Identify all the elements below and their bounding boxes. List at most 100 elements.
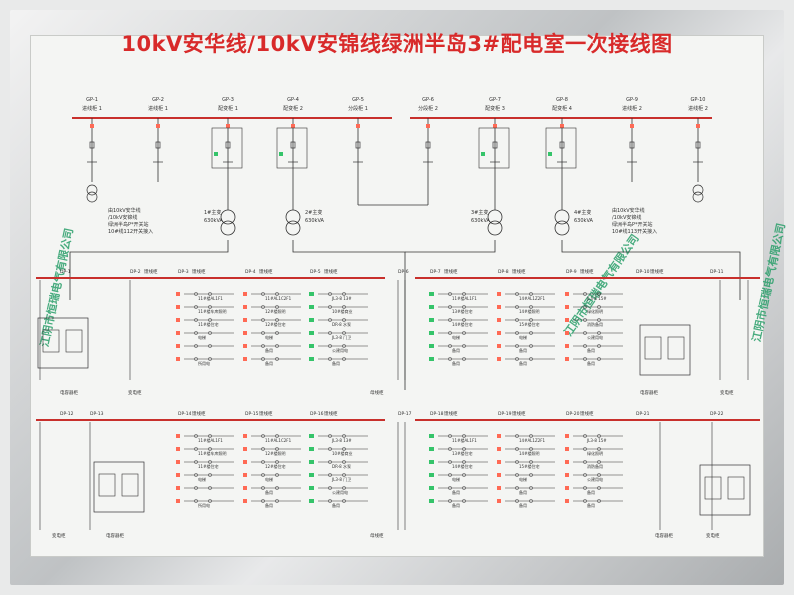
lv-panel-top-id: DP-4 [245, 269, 256, 275]
lv-panel-bottom-name: 馈线柜 [512, 410, 526, 417]
lv-panel-type-bottom: 母线柜 [370, 532, 384, 539]
hv-panel-id: GP-8 [556, 97, 568, 103]
feeder-b6-label: 消防备用 [587, 463, 603, 469]
feeder-b6-indicator [565, 499, 569, 503]
incoming-note-left: 10#线112开关接入 [108, 228, 153, 235]
hv-status-indicator [548, 152, 552, 156]
hv-panel-name: 配变柜 2 [283, 105, 303, 112]
transformer-capacity: 630kVA [471, 218, 491, 224]
lv-status-green [429, 486, 434, 490]
feeder-t4-switch [462, 344, 466, 348]
feeder-b5-switch [529, 460, 533, 464]
feeder-b6-switch [583, 473, 587, 477]
feeder-b1-switch [208, 499, 212, 503]
feeder-b4-label: 备用 [452, 489, 460, 495]
feeder-b6-switch [583, 486, 587, 490]
lv-panel-top-id: DP-5 [310, 269, 321, 275]
feeder-b2-indicator [243, 486, 247, 490]
feeder-t4-label: 备用 [452, 360, 460, 366]
lv-status-green [309, 305, 314, 309]
feeder-b4-label: 14#楼住宅 [452, 463, 472, 469]
hv-breaker-indicator [560, 124, 564, 128]
feeder-t4-switch [462, 331, 466, 335]
feeder-t6-switch [597, 292, 601, 296]
lv-panel-top-id: DP-6 [398, 269, 409, 275]
feeder-b6-switch [597, 434, 601, 438]
lv-panel-bottom-name: 馈线柜 [444, 410, 458, 417]
lv-status-green [429, 473, 434, 477]
hv-breaker-indicator [426, 124, 430, 128]
hv-cabinet-box [276, 127, 308, 169]
feeder-t4-label: 14#楼住宅 [452, 321, 472, 327]
capacitor-box-bl [93, 461, 145, 513]
feeder-t5-label: 备用 [519, 360, 527, 366]
lv-panel-top-id: DP-11 [710, 269, 724, 275]
lv-panel-top-id: DP-7 [430, 269, 441, 275]
hv-breaker [355, 141, 361, 149]
feeder-t6-switch [583, 318, 587, 322]
feeder-b1-indicator [176, 499, 180, 503]
feeder-b5-switch [515, 486, 519, 490]
feeder-b4-switch [448, 473, 452, 477]
feeder-t4-switch [462, 305, 466, 309]
feeder-b2-switch [261, 486, 265, 490]
feeder-b5-indicator [497, 460, 501, 464]
feeder-t4-switch [448, 292, 452, 296]
lv-panel-bottom-id: DP-20 [566, 411, 580, 417]
feeder-b2-switch [261, 460, 265, 464]
feeder-t2-switch [261, 292, 265, 296]
feeder-b5-indicator [497, 486, 501, 490]
feeder-b2-switch [275, 499, 279, 503]
feeder-t5-label: 15#楼住宅 [519, 321, 539, 327]
feeder-b3-label: JL3-8 门卫 [331, 476, 351, 482]
lv-status-green [309, 434, 314, 438]
feeder-t3-label: 备用 [332, 360, 340, 366]
feeder-b1-switch [208, 473, 212, 477]
lv-panel-bottom-id: DP-12 [60, 411, 74, 417]
feeder-b2-label: 备用 [265, 489, 273, 495]
feeder-t1-switch [208, 292, 212, 296]
feeder-b2-label: 12#楼住宅 [265, 463, 285, 469]
feeder-t3-switch [328, 292, 332, 296]
lv-status-green [309, 473, 314, 477]
feeder-t2-switch [261, 305, 265, 309]
feeder-b6-indicator [565, 447, 569, 451]
hv-breaker-indicator [226, 124, 230, 128]
feeder-b1-switch [194, 460, 198, 464]
feeder-b2-switch [261, 434, 265, 438]
hv-breaker-indicator [156, 124, 160, 128]
feeder-b4-label: 11#楼AL1F1 [452, 437, 477, 443]
hv-panel-id: GP-9 [626, 97, 638, 103]
feeder-b2-label: 电梯 [265, 476, 273, 482]
feeder-b2-label: 11#AL1C2F1 [265, 438, 292, 443]
hv-breaker-indicator [291, 124, 295, 128]
feeder-t6-switch [597, 305, 601, 309]
feeder-b3-switch [328, 486, 332, 490]
feeder-t3-switch [328, 305, 332, 309]
feeder-t4-switch [448, 318, 452, 322]
feeder-t5-switch [529, 344, 533, 348]
feeder-t2-indicator [243, 305, 247, 309]
feeder-t6-switch [583, 305, 587, 309]
feeder-b3-switch [342, 486, 346, 490]
feeder-b6-switch [597, 473, 601, 477]
feeder-t2-label: 电梯 [265, 334, 273, 340]
lv-panel-type-top: 母线柜 [370, 389, 384, 396]
feeder-b3-switch [342, 473, 346, 477]
feeder-t3-label: JL3-8 门卫 [331, 334, 351, 340]
lv-panel-bottom-id: DP-13 [90, 411, 104, 417]
feeder-b5-indicator [497, 499, 501, 503]
feeder-t4-label: 备用 [452, 347, 460, 353]
feeder-b2-switch [275, 447, 279, 451]
feeder-b1-label: 11#楼住宅 [198, 463, 218, 469]
feeder-b1-indicator [176, 486, 180, 490]
feeder-b2-label: 12#楼照明 [265, 450, 285, 456]
lv-status-green [309, 344, 314, 348]
feeder-b6-switch [597, 486, 601, 490]
hv-status-indicator [214, 152, 218, 156]
feeder-t4-switch [448, 357, 452, 361]
feeder-b5-switch [529, 486, 533, 490]
feeder-b4-switch [462, 434, 466, 438]
feeder-t2-label: 备用 [265, 360, 273, 366]
lv-status-green [309, 499, 314, 503]
